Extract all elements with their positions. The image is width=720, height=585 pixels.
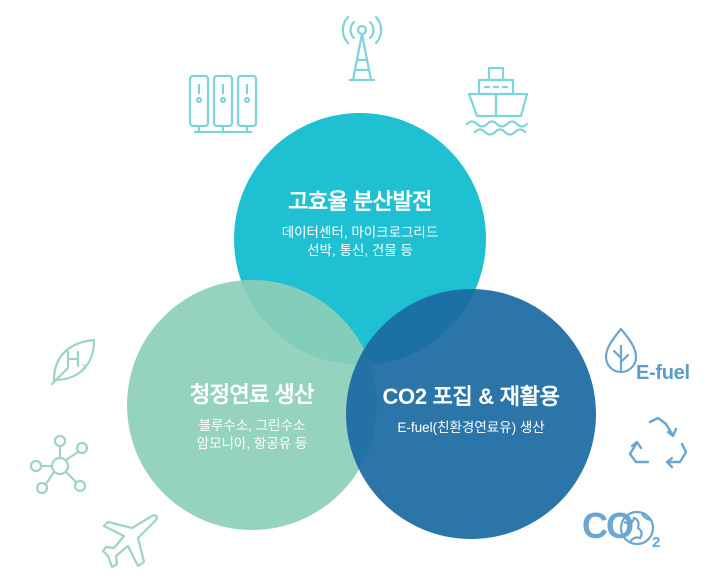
molecule-icon bbox=[29, 434, 89, 495]
server-rack-icon bbox=[188, 74, 258, 134]
circle-co2-capture bbox=[346, 289, 596, 539]
left-circle-line-2: 암모니아, 항공유 등 bbox=[196, 436, 308, 451]
left-circle-title: 청정연료 생산 bbox=[189, 382, 315, 407]
top-circle-title: 고효율 분산발전 bbox=[288, 189, 432, 214]
svg-text:2: 2 bbox=[81, 363, 86, 372]
recycle-icon bbox=[628, 416, 688, 469]
top-circle-line-2: 선박, 통신, 건물 등 bbox=[307, 243, 413, 258]
efuel-drop-icon bbox=[604, 327, 638, 374]
co2-subscript: 2 bbox=[652, 534, 661, 551]
airplane-icon bbox=[101, 514, 158, 569]
left-circle-label: 청정연료 생산 블루수소, 그린수소 암모니아, 항공유 등 bbox=[127, 382, 377, 453]
right-circle-title: CO2 포집 & 재활용 bbox=[382, 384, 560, 409]
left-circle-desc: 블루수소, 그린수소 암모니아, 항공유 등 bbox=[127, 417, 377, 453]
top-circle-desc: 데이터센터, 마이크로그리드 선박, 통신, 건물 등 bbox=[234, 224, 486, 260]
top-circle-line-1: 데이터센터, 마이크로그리드 bbox=[281, 225, 439, 240]
h2-leaf-icon: 2 bbox=[50, 338, 96, 386]
ship-icon bbox=[465, 66, 529, 136]
right-circle-label: CO2 포집 & 재활용 E-fuel(친환경연료유) 생산 bbox=[346, 384, 596, 437]
co2-globe-icon bbox=[619, 510, 655, 546]
right-circle-desc: E-fuel(친환경연료유) 생산 bbox=[346, 419, 596, 437]
left-circle-line-1: 블루수소, 그린수소 bbox=[198, 418, 306, 433]
circle-clean-fuel bbox=[127, 280, 377, 530]
top-circle-label: 고효율 분산발전 데이터센터, 마이크로그리드 선박, 통신, 건물 등 bbox=[234, 189, 486, 260]
co2-label: CO bbox=[582, 505, 634, 546]
radio-tower-icon bbox=[341, 15, 383, 82]
efuel-label: E-fuel bbox=[636, 362, 690, 384]
right-circle-line-1: E-fuel(친환경연료유) 생산 bbox=[397, 420, 545, 435]
